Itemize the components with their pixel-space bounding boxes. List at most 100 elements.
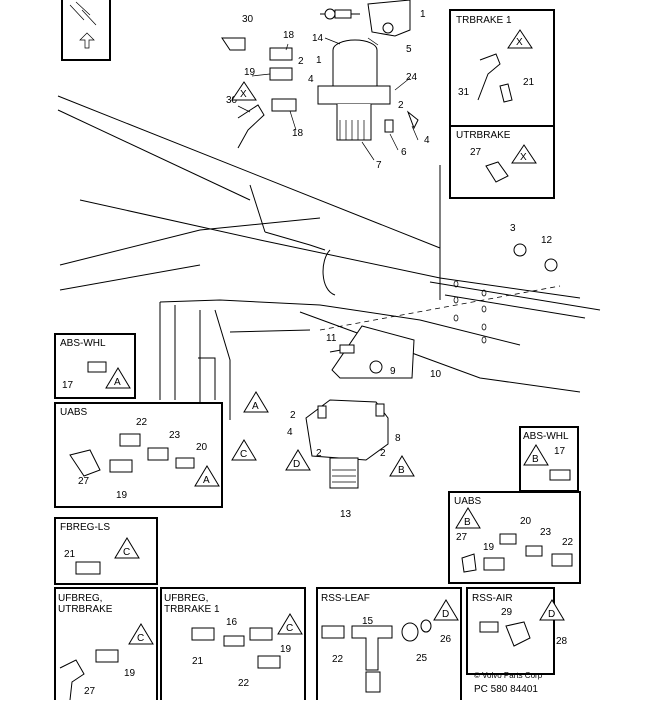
svg-text:UFBREG,: UFBREG, (164, 593, 208, 604)
svg-text:25: 25 (416, 653, 428, 664)
orientation-inset (61, 0, 111, 61)
svg-text:A: A (252, 401, 259, 412)
svg-text:17: 17 (554, 446, 566, 457)
uabs-right-box: UABS B 20 23 22 27 19 (448, 491, 581, 584)
svg-text:31: 31 (458, 87, 470, 98)
svg-text:UABS: UABS (60, 407, 88, 418)
callout-5: 5 (406, 44, 412, 55)
nuts-3-12: 3 12 (510, 223, 558, 272)
svg-text:27: 27 (470, 147, 482, 158)
utrbrake-title: UTRBRAKE (456, 130, 511, 141)
callout-24: 24 (406, 72, 418, 83)
svg-text:19: 19 (483, 542, 495, 553)
callout-1b: 1 (420, 9, 426, 20)
fbreg-ls-box: FBREG-LS C 21 (54, 517, 158, 585)
callout-6: 6 (401, 147, 407, 158)
callout-1: 1 (316, 55, 322, 66)
svg-text:FBREG-LS: FBREG-LS (60, 522, 110, 533)
center-callouts: 11 9 10 8 2 4 2 2 13 (287, 333, 442, 520)
copyright: © Volvo Parts Corp (474, 671, 543, 680)
uabs-left-box: UABS A 22 23 20 27 19 (54, 402, 223, 508)
trbrake1-title: TRBRAKE 1 (456, 15, 512, 26)
abs-whl-right-box: ABS-WHL B 17 (519, 426, 579, 492)
svg-text:11: 11 (326, 333, 337, 344)
svg-text:B: B (532, 454, 539, 465)
svg-text:B: B (464, 517, 471, 528)
rss-air-box: RSS-AIR D 29 28 (466, 587, 568, 675)
ufbreg-utrbrake-box: UFBREG, UTRBRAKE C 19 27 (54, 587, 158, 705)
callout-18b: 18 (292, 128, 304, 139)
svg-text:UFBREG,: UFBREG, (58, 593, 102, 604)
svg-text:RSS-AIR: RSS-AIR (472, 593, 513, 604)
svg-text:A: A (114, 377, 121, 388)
svg-text:27: 27 (78, 476, 90, 487)
svg-text:22: 22 (562, 537, 574, 548)
callout-4: 4 (308, 74, 314, 85)
svg-text:21: 21 (192, 656, 204, 667)
svg-text:21: 21 (64, 549, 76, 560)
svg-text:12: 12 (541, 235, 553, 246)
svg-text:C: C (137, 633, 144, 644)
svg-text:9: 9 (390, 366, 396, 377)
svg-text:23: 23 (169, 430, 181, 441)
svg-text:19: 19 (116, 490, 128, 501)
svg-text:C: C (240, 449, 247, 460)
callout-4b: 4 (424, 135, 430, 146)
svg-text:RSS-LEAF: RSS-LEAF (321, 593, 370, 604)
svg-text:C: C (286, 623, 293, 634)
center-markers: A C D B (231, 391, 415, 477)
svg-text:2: 2 (380, 448, 386, 459)
svg-text:8: 8 (395, 433, 401, 444)
svg-text:29: 29 (501, 607, 513, 618)
svg-text:UTRBRAKE: UTRBRAKE (58, 604, 113, 615)
ufbreg-trbrake1-box: UFBREG, TRBRAKE 1 C 16 21 19 22 (160, 587, 306, 705)
svg-text:C: C (123, 547, 130, 558)
abs-whl-left-box: ABS-WHL A 17 (54, 333, 136, 399)
callout-30: 30 (242, 14, 254, 25)
trbrake-utrbrake-box: TRBRAKE 1 UTRBRAKE X 21 31 X 27 (449, 9, 555, 199)
svg-text:ABS-WHL: ABS-WHL (60, 338, 106, 349)
svg-text:16: 16 (226, 617, 238, 628)
svg-text:26: 26 (440, 634, 452, 645)
svg-text:X: X (520, 152, 527, 163)
marker-x-top: X (231, 81, 257, 101)
callout-19: 19 (244, 67, 256, 78)
diagram-code: PC 580 84401 (474, 684, 538, 695)
svg-text:20: 20 (520, 516, 532, 527)
svg-text:22: 22 (136, 417, 148, 428)
callout-7: 7 (376, 160, 382, 171)
svg-text:28: 28 (556, 636, 568, 647)
svg-text:ABS-WHL: ABS-WHL (523, 431, 569, 442)
svg-text:27: 27 (456, 532, 468, 543)
svg-text:10: 10 (430, 369, 442, 380)
svg-text:15: 15 (362, 616, 374, 627)
callout-18: 18 (283, 30, 295, 41)
svg-text:D: D (293, 459, 300, 470)
svg-text:A: A (203, 475, 210, 486)
svg-text:27: 27 (84, 686, 96, 697)
svg-text:19: 19 (124, 668, 136, 679)
svg-text:X: X (240, 89, 247, 100)
svg-text:13: 13 (340, 509, 352, 520)
svg-text:20: 20 (196, 442, 208, 453)
svg-text:21: 21 (523, 77, 535, 88)
center-valve-assembly (305, 325, 415, 489)
callout-14: 14 (312, 33, 324, 44)
top-valve-assembly (221, 0, 419, 149)
svg-text:D: D (442, 609, 449, 620)
svg-text:23: 23 (540, 527, 552, 538)
callout-2b: 2 (398, 100, 404, 111)
svg-text:TRBRAKE 1: TRBRAKE 1 (164, 604, 220, 615)
callout-2: 2 (298, 56, 304, 67)
svg-text:X: X (516, 37, 523, 48)
svg-text:22: 22 (238, 678, 250, 689)
svg-text:4: 4 (287, 427, 293, 438)
svg-text:B: B (398, 465, 405, 476)
rss-leaf-box: RSS-LEAF D 15 22 25 26 (316, 587, 462, 705)
frame-rails (57, 95, 601, 420)
svg-text:17: 17 (62, 380, 74, 391)
svg-text:22: 22 (332, 654, 344, 665)
svg-text:19: 19 (280, 644, 292, 655)
